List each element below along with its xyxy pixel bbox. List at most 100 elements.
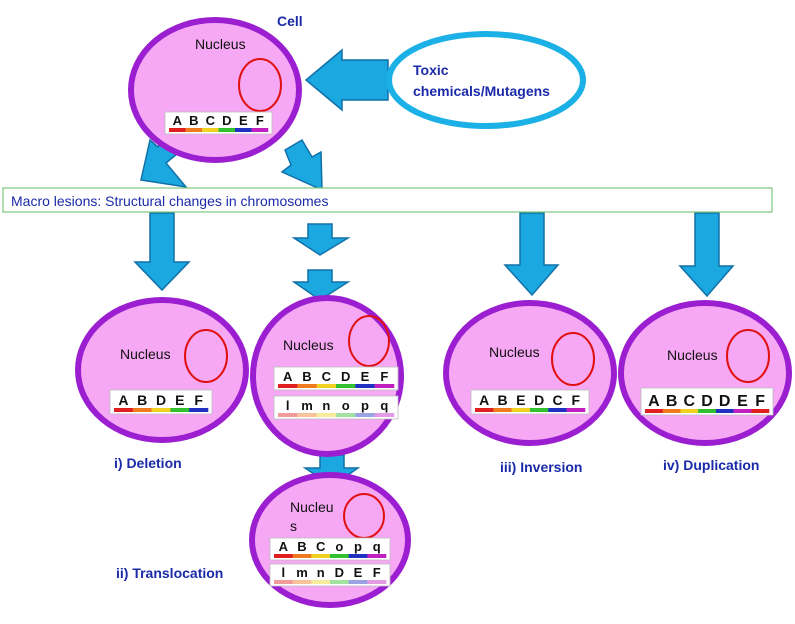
- nucleus-label: Nucleus: [195, 36, 246, 52]
- chromosome-gene-letter: B: [137, 392, 147, 408]
- chromosome-gene-letter: o: [342, 398, 350, 413]
- nucleus-ring: [184, 329, 228, 383]
- chromosome-gene-letter: D: [719, 393, 731, 410]
- mutagen-line1: Toxic: [413, 62, 449, 78]
- nucleus-ring: [348, 315, 390, 367]
- chromosome-band-segment: [715, 409, 734, 413]
- chromosome-band-segment: [733, 409, 752, 413]
- chromosome-gene-letter: q: [380, 398, 388, 413]
- mutagen-line2: chemicals/Mutagens: [413, 83, 550, 99]
- cell-membrane: [443, 300, 617, 446]
- banner-text: Macro lesions: Structural changes in chr…: [11, 193, 328, 209]
- nucleus-label-line2: s: [290, 518, 297, 534]
- chromosome-band-segment: [348, 580, 368, 584]
- chromosome-band-segment: [374, 413, 395, 417]
- label-inversion: iii) Inversion: [500, 459, 582, 475]
- chromosome-gene-letter: D: [222, 113, 231, 128]
- nucleus-label: Nucleus: [120, 346, 171, 362]
- chromosome-band-segment: [278, 384, 298, 388]
- nucleus-label-line1: Nucleu: [290, 499, 334, 515]
- chromosome-gene-letter: A: [479, 392, 489, 408]
- cell-membrane: [75, 297, 249, 443]
- arrow-small-2: [291, 269, 351, 301]
- chromosome-gene-letter: B: [497, 392, 507, 408]
- chromosome-gene-letter: E: [516, 392, 525, 408]
- mutagen-oval: [386, 31, 586, 129]
- chromosome-band-segment: [530, 408, 549, 412]
- label-duplication: iv) Duplication: [663, 457, 759, 473]
- chromosome-gene-letter: D: [335, 565, 344, 580]
- chromosome-band-segment: [311, 580, 331, 584]
- arrow-cell-left: [140, 134, 188, 189]
- arrow-cell-right: [280, 138, 323, 192]
- chromosome-gene-letter: A: [279, 539, 289, 554]
- nucleus-ring: [726, 329, 770, 383]
- chromosome-band-segment: [751, 409, 770, 413]
- chromosome-gene-letter: E: [737, 393, 748, 410]
- chromosome-gene-letter: o: [335, 539, 343, 554]
- chromosome-band-segment: [355, 413, 375, 417]
- chromosome-band-segment: [235, 128, 252, 132]
- arrow-down-inversion: [503, 212, 560, 297]
- chromosome-gene-letter: C: [206, 113, 216, 128]
- chromosome-band-segment: [185, 128, 203, 132]
- chromosome-gene-letter: E: [175, 392, 184, 408]
- chromosome-gene-letter: A: [648, 393, 660, 410]
- chromosome-band-segment: [511, 408, 531, 412]
- chromosome-band-segment: [202, 128, 219, 132]
- chromosome-gene-letter: B: [302, 369, 311, 384]
- chromosome-gene-letter: A: [173, 113, 183, 128]
- chromosome-band-segment: [330, 554, 349, 558]
- banner-box: [2, 187, 773, 213]
- chromosome-band-segment: [292, 554, 312, 558]
- chromosome-band-segment: [251, 128, 269, 132]
- chromosome-gene-letter: E: [239, 113, 248, 128]
- chromosome-gene-letter: D: [534, 392, 544, 408]
- chromosome-band-segment: [297, 413, 317, 417]
- chromosome-gene-letter: D: [156, 392, 166, 408]
- arrow-mutagen-to-cell: [304, 48, 389, 112]
- chromosome-band-segment: [330, 580, 349, 584]
- chromosome-band-segment: [169, 128, 186, 132]
- chromosome-band-segment: [566, 408, 586, 412]
- chromosome-gene-letter: E: [361, 369, 370, 384]
- chromosome-gene-letter: B: [297, 539, 306, 554]
- chromosome-gene-letter: l: [281, 565, 285, 580]
- nucleus-label: Nucleus: [667, 347, 718, 363]
- chromosome-gene-letter: F: [380, 369, 388, 384]
- chromosome-band-segment: [292, 580, 312, 584]
- chromosome-band-segment: [645, 409, 663, 413]
- chromosome-band-segment: [311, 554, 331, 558]
- chromosome-gene-letter: F: [194, 392, 203, 408]
- chromosome-gene-letter: F: [755, 393, 765, 410]
- arrow-down-duplication: [678, 212, 735, 298]
- nucleus-label: Nucleus: [283, 337, 334, 353]
- chromosome-gene-letter: A: [283, 369, 293, 384]
- chromosome-band-segment: [170, 408, 190, 412]
- nucleus-label: Nucleus: [489, 344, 540, 360]
- label-deletion: i) Deletion: [114, 455, 182, 471]
- arrows: [133, 48, 735, 487]
- chromosome-band-segment: [367, 554, 387, 558]
- chromosome-band-segment: [374, 384, 395, 388]
- cell-label: Cell: [277, 13, 303, 29]
- chromosome-gene-letter: C: [684, 393, 696, 410]
- chromosome-band-segment: [114, 408, 134, 412]
- nucleus-ring: [551, 332, 595, 386]
- chromosome-gene-letter: C: [316, 539, 326, 554]
- chromosome-gene-letter: B: [189, 113, 198, 128]
- label-translocation: ii) Translocation: [116, 565, 223, 581]
- chromosome-band-segment: [493, 408, 512, 412]
